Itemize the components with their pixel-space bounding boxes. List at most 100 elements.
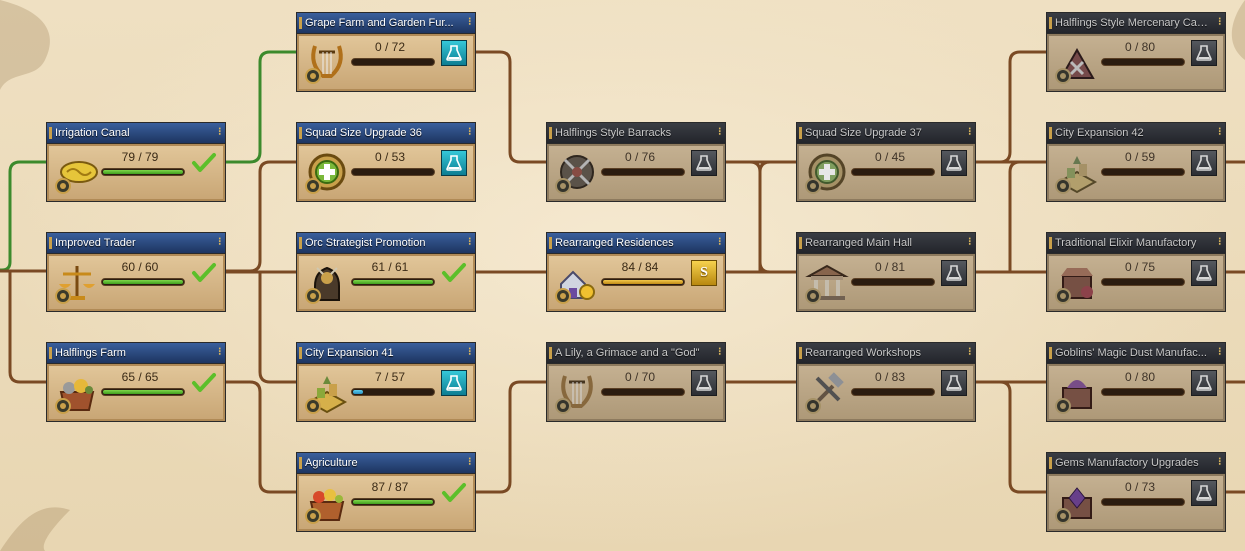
flask-svg xyxy=(946,375,962,391)
lyre-icon xyxy=(553,368,601,416)
tech-node-title: Improved Trader xyxy=(46,232,226,254)
tech-node-halflings-farm[interactable]: Halflings Farm⁝65 / 65 xyxy=(46,342,226,422)
node-menu-icon[interactable]: ⁝ xyxy=(218,236,222,248)
progress-text: 0 / 83 xyxy=(874,370,906,384)
tech-node-mercenary[interactable]: Halflings Style Mercenary Camp⁝0 / 80 xyxy=(1046,12,1226,92)
flask-svg xyxy=(1196,155,1212,171)
progress-text: 60 / 60 xyxy=(121,260,159,274)
node-menu-icon[interactable]: ⁝ xyxy=(468,346,472,358)
progress-bar xyxy=(1101,278,1185,286)
progress-bar-fill xyxy=(603,280,683,284)
tech-node-grape-farm[interactable]: Grape Farm and Garden Fur...⁝0 / 72 xyxy=(296,12,476,92)
node-menu-icon[interactable]: ⁝ xyxy=(468,126,472,138)
node-menu-icon[interactable]: ⁝ xyxy=(1218,456,1222,468)
tech-node-magic-dust[interactable]: Goblins' Magic Dust Manufac...⁝0 / 80 xyxy=(1046,342,1226,422)
node-menu-icon[interactable]: ⁝ xyxy=(218,126,222,138)
progress-bar-fill xyxy=(353,280,433,284)
node-menu-icon[interactable]: ⁝ xyxy=(218,346,222,358)
tech-node-body: 0 / 76 xyxy=(546,143,726,202)
tech-node-residences[interactable]: Rearranged Residences⁝ 84 / 84 S xyxy=(546,232,726,312)
node-menu-icon[interactable]: ⁝ xyxy=(968,346,972,358)
node-menu-icon[interactable]: ⁝ xyxy=(1218,346,1222,358)
coin-icon[interactable]: S xyxy=(691,260,717,286)
flask-svg xyxy=(1196,45,1212,61)
tech-node-title: Rearranged Workshops xyxy=(796,342,976,364)
progress-bar xyxy=(351,388,435,396)
node-menu-icon[interactable]: ⁝ xyxy=(968,126,972,138)
tech-node-body: 65 / 65 xyxy=(46,363,226,422)
node-menu-icon[interactable]: ⁝ xyxy=(718,126,722,138)
elixir-manufactory-icon xyxy=(1053,258,1101,306)
city-expansion-icon xyxy=(303,368,351,416)
node-menu-icon[interactable]: ⁝ xyxy=(718,346,722,358)
tech-node-improved-trader[interactable]: Improved Trader⁝ 60 / 60 xyxy=(46,232,226,312)
progress-bar xyxy=(351,278,435,286)
tech-node-city-exp-41[interactable]: City Expansion 41⁝7 / 57 xyxy=(296,342,476,422)
tech-node-agriculture[interactable]: Agriculture⁝87 / 87 xyxy=(296,452,476,532)
tech-node-body: 0 / 80 xyxy=(1046,33,1226,92)
progress-text: 61 / 61 xyxy=(371,260,409,274)
locked-flask-icon xyxy=(1191,370,1217,396)
orc-strategist-icon xyxy=(303,258,351,306)
squad-plus-icon xyxy=(303,148,351,196)
progress-bar xyxy=(351,58,435,66)
check-icon xyxy=(441,260,467,286)
progress-text: 0 / 53 xyxy=(374,150,406,164)
tech-node-barracks[interactable]: Halflings Style Barracks⁝0 / 76 xyxy=(546,122,726,202)
progress-text: 65 / 65 xyxy=(121,370,159,384)
check-icon xyxy=(191,260,217,286)
tech-node-title: City Expansion 42 xyxy=(1046,122,1226,144)
progress-bar xyxy=(1101,388,1185,396)
locked-flask-icon xyxy=(941,260,967,286)
progress-bar xyxy=(1101,168,1185,176)
tech-node-orc-strategist[interactable]: Orc Strategist Promotion⁝61 / 61 xyxy=(296,232,476,312)
tech-node-body: 0 / 59 xyxy=(1046,143,1226,202)
lyre-icon xyxy=(303,38,351,86)
tech-node-body: 0 / 83 xyxy=(796,363,976,422)
tech-node-gems[interactable]: Gems Manufactory Upgrades⁝0 / 73 xyxy=(1046,452,1226,532)
tech-node-title: Gems Manufactory Upgrades xyxy=(1046,452,1226,474)
tech-node-main-hall[interactable]: Rearranged Main Hall⁝0 / 81 xyxy=(796,232,976,312)
tech-node-city-exp-42[interactable]: City Expansion 42⁝ 0 / 59 xyxy=(1046,122,1226,202)
node-menu-icon[interactable]: ⁝ xyxy=(468,16,472,28)
tech-node-body: 0 / 81 xyxy=(796,253,976,312)
progress-text: 0 / 80 xyxy=(1124,40,1156,54)
node-menu-icon[interactable]: ⁝ xyxy=(468,456,472,468)
locked-flask-icon xyxy=(1191,260,1217,286)
node-menu-icon[interactable]: ⁝ xyxy=(1218,126,1222,138)
workshop-tools-icon xyxy=(803,368,851,416)
research-flask-icon[interactable] xyxy=(441,370,467,396)
node-menu-icon[interactable]: ⁝ xyxy=(968,236,972,248)
tech-node-body: 7 / 57 xyxy=(296,363,476,422)
research-flask-icon[interactable] xyxy=(441,150,467,176)
tech-node-workshops[interactable]: Rearranged Workshops⁝ 0 / 83 xyxy=(796,342,976,422)
progress-bar xyxy=(351,498,435,506)
tech-node-squad-37[interactable]: Squad Size Upgrade 37⁝ 0 / 45 xyxy=(796,122,976,202)
check-icon xyxy=(191,370,217,396)
tech-node-body: 0 / 45 xyxy=(796,143,976,202)
tech-node-elixir[interactable]: Traditional Elixir Manufactory⁝0 / 75 xyxy=(1046,232,1226,312)
node-menu-icon[interactable]: ⁝ xyxy=(718,236,722,248)
progress-text: 0 / 70 xyxy=(624,370,656,384)
node-menu-icon[interactable]: ⁝ xyxy=(1218,16,1222,28)
progress-text: 84 / 84 xyxy=(621,260,659,274)
tech-node-squad-36[interactable]: Squad Size Upgrade 36⁝0 / 53 xyxy=(296,122,476,202)
barracks-icon xyxy=(553,148,601,196)
tech-node-title: Traditional Elixir Manufactory xyxy=(1046,232,1226,254)
locked-flask-icon xyxy=(1191,40,1217,66)
research-flask-icon[interactable] xyxy=(441,40,467,66)
progress-bar xyxy=(101,388,185,396)
tech-node-irrigation[interactable]: Irrigation Canal⁝79 / 79 xyxy=(46,122,226,202)
tech-node-title: Rearranged Residences xyxy=(546,232,726,254)
progress-text: 0 / 59 xyxy=(1124,150,1156,164)
progress-text: 0 / 76 xyxy=(624,150,656,164)
progress-bar xyxy=(601,388,685,396)
progress-bar xyxy=(1101,498,1185,506)
progress-bar xyxy=(851,278,935,286)
irrigation-icon xyxy=(53,148,101,196)
node-menu-icon[interactable]: ⁝ xyxy=(1218,236,1222,248)
tech-node-title: Squad Size Upgrade 37 xyxy=(796,122,976,144)
node-menu-icon[interactable]: ⁝ xyxy=(468,236,472,248)
progress-text: 7 / 57 xyxy=(374,370,406,384)
tech-node-lily[interactable]: A Lily, a Grimace and a "God"⁝0 / 70 xyxy=(546,342,726,422)
